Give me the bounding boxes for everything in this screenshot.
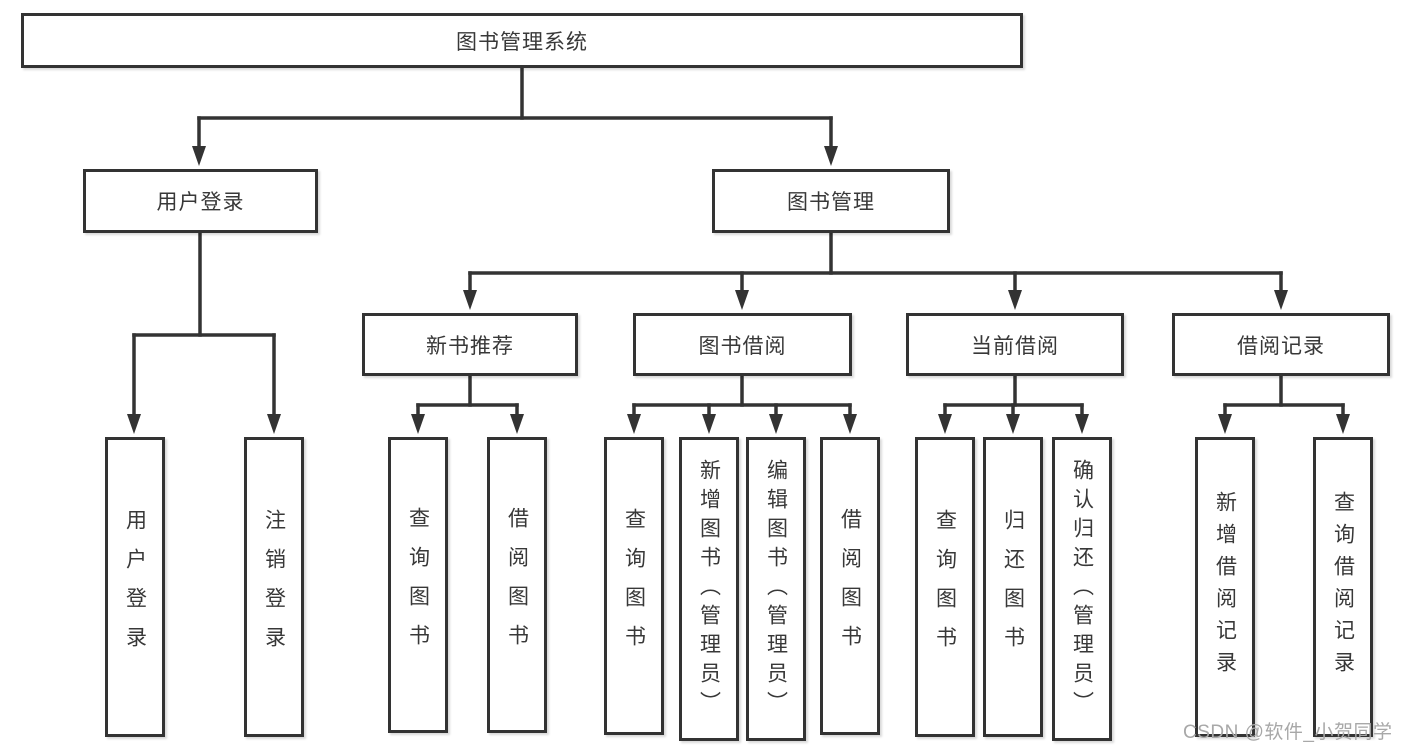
csdn-watermark: CSDN @软件_小贺同学 <box>1183 722 1393 743</box>
leaf-return-books: 归还图书 <box>983 437 1043 737</box>
leaf-label: 用户登录 <box>123 509 147 665</box>
leaf-label: 新增借阅记录 <box>1213 491 1237 683</box>
leaf-user-login: 用户登录 <box>105 437 165 737</box>
node-book-management: 图书管理 <box>712 169 950 233</box>
leaf-query-books-borrowing: 查询图书 <box>604 437 664 735</box>
leaf-label: 注销登录 <box>262 509 286 665</box>
node-label: 图书管理 <box>787 191 875 214</box>
leaf-label: 归还图书 <box>1001 509 1025 665</box>
node-label: 图书管理系统 <box>456 30 588 54</box>
leaf-logout: 注销登录 <box>244 437 304 737</box>
leaf-label: 借阅图书 <box>505 507 529 663</box>
leaf-label: 确认归还（管理员） <box>1070 458 1094 720</box>
leaf-label: 借阅图书 <box>838 508 862 664</box>
leaf-query-books-current: 查询图书 <box>915 437 975 737</box>
leaf-borrow-books-recommend: 借阅图书 <box>487 437 547 733</box>
node-label: 当前借阅 <box>971 334 1059 358</box>
node-current-borrowing: 当前借阅 <box>906 313 1124 376</box>
leaf-label: 查询图书 <box>622 508 646 664</box>
leaf-edit-books-admin: 编辑图书（管理员） <box>746 437 806 741</box>
leaf-label: 查询图书 <box>933 509 957 665</box>
node-label: 图书借阅 <box>698 334 787 358</box>
leaf-label: 编辑图书（管理员） <box>764 458 788 720</box>
node-label: 新书推荐 <box>426 334 514 358</box>
node-book-borrowing: 图书借阅 <box>633 313 852 376</box>
leaf-confirm-return-admin: 确认归还（管理员） <box>1052 437 1112 741</box>
node-label: 用户登录 <box>156 191 245 214</box>
leaf-label: 查询借阅记录 <box>1331 491 1355 683</box>
leaf-add-borrow-record: 新增借阅记录 <box>1195 437 1255 737</box>
node-user-login: 用户登录 <box>83 169 318 233</box>
leaf-query-books-recommend: 查询图书 <box>388 437 448 733</box>
node-library-management-system: 图书管理系统 <box>21 13 1023 68</box>
leaf-query-borrow-record: 查询借阅记录 <box>1313 437 1373 737</box>
node-new-book-recommend: 新书推荐 <box>362 313 578 376</box>
leaf-borrow-books: 借阅图书 <box>820 437 880 735</box>
leaf-add-books-admin: 新增图书（管理员） <box>679 437 739 741</box>
leaf-label: 查询图书 <box>406 507 430 663</box>
leaf-label: 新增图书（管理员） <box>697 458 721 720</box>
node-label: 借阅记录 <box>1237 334 1325 358</box>
node-borrowing-records: 借阅记录 <box>1172 313 1390 376</box>
